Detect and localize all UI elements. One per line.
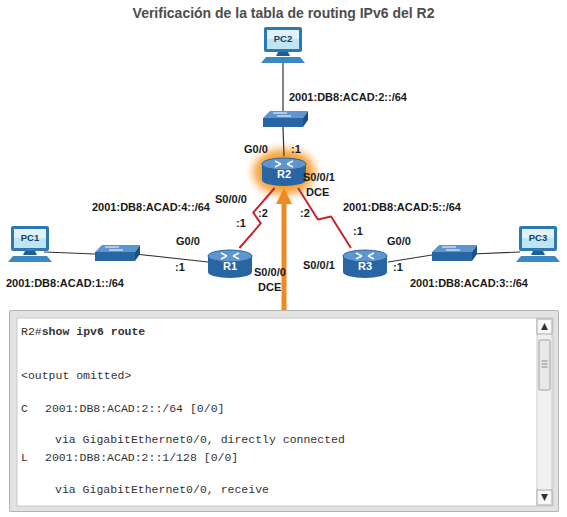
pc-symbol [8, 226, 52, 262]
monitor-stand [531, 251, 545, 255]
interface-name: S0/0/0 [215, 193, 247, 206]
interface-name: G0/0 [176, 235, 200, 248]
pc-symbol [261, 27, 305, 63]
switch-symbol [432, 245, 477, 261]
router-name: R2 [261, 168, 307, 180]
callout-arrow [282, 192, 287, 310]
cli-output-line: R2# [21, 325, 42, 339]
router-arrows [275, 161, 293, 167]
keyboard [8, 256, 52, 262]
interface-name: G0/0 [244, 143, 268, 156]
host-address: :2 [300, 207, 310, 220]
host-address: :1 [291, 143, 301, 156]
host-address: :2 [258, 207, 268, 220]
terminal-window: R2#show ipv6 route <output omitted> C 2001:… [9, 310, 559, 512]
ethernet-link [135, 254, 208, 262]
pc-node: PC1 [8, 226, 52, 262]
host-address: :1 [393, 261, 403, 274]
router-node: R1 [207, 248, 253, 280]
ethernet-link [282, 63, 283, 112]
host-address: :1 [353, 225, 363, 238]
pc-node: PC3 [516, 226, 560, 262]
pc-name: PC3 [516, 232, 560, 243]
scrollbar-thumb [539, 340, 550, 390]
interface-name: S0/0/1 [303, 259, 335, 272]
pc-node: PC2 [261, 27, 305, 63]
cli-output-line: show ipv6 route [42, 325, 146, 339]
diagram-title: Verificación de la tabla de routing IPv6… [0, 5, 567, 21]
cli-output-line: C [21, 402, 28, 416]
scrollbar-arrow [541, 494, 548, 501]
keyboard [261, 57, 305, 63]
scrollbar-arrow [541, 323, 548, 330]
router-arrows [221, 253, 239, 259]
router-node: R3 [342, 248, 388, 280]
ethernet-link [472, 252, 520, 254]
cli-output-line: via GigabitEthernet0/0, receive [55, 483, 269, 497]
cli-output-line: 2001:DB8:ACAD:2::/64 [0/0] [45, 402, 224, 416]
scrollbar-grip [542, 361, 548, 367]
cli-output-line: via GigabitEthernet0/0, directly connect… [55, 433, 345, 447]
router-name: R1 [207, 260, 253, 272]
dce-label: DCE [306, 186, 329, 199]
switch-symbol [263, 111, 308, 127]
cli-output-line: 2001:DB8:ACAD:2::1/128 [0/0] [45, 451, 238, 465]
cli-output-line: <output omitted> [21, 369, 131, 383]
interface-name: G0/0 [387, 235, 411, 248]
router-node: R2 [261, 156, 307, 188]
terminal-frame [9, 310, 559, 512]
pc-name: PC2 [261, 33, 305, 44]
network-address: 2001:DB8:ACAD:2::/64 [289, 91, 407, 104]
network-address: 2001:DB8:ACAD:5::/64 [343, 201, 461, 214]
network-address: 2001:DB8:ACAD:3::/64 [410, 277, 528, 290]
interface-name: S0/0/0 [254, 266, 286, 279]
switch-symbol [95, 245, 140, 261]
scrollbar-button [537, 490, 552, 505]
cli-output-line: L [21, 451, 28, 465]
network-address: 2001:DB8:ACAD:4::/64 [92, 201, 210, 214]
scrollbar-button [537, 319, 552, 334]
ethernet-link [388, 255, 432, 262]
interface-name: S0/0/1 [303, 171, 335, 184]
terminal-panel [17, 318, 553, 506]
dce-label: DCE [258, 281, 281, 294]
scrollbar-track [537, 319, 552, 505]
pc-name: PC1 [8, 232, 52, 243]
pc-symbol [516, 226, 560, 262]
ethernet-link [283, 127, 284, 156]
host-address: :1 [236, 217, 246, 230]
router-name: R3 [342, 260, 388, 272]
host-address: :1 [175, 261, 185, 274]
network-address: 2001:DB8:ACAD:1::/64 [6, 277, 124, 290]
ethernet-link [44, 252, 95, 254]
monitor-stand [276, 52, 290, 56]
keyboard [516, 256, 560, 262]
monitor-stand [23, 251, 37, 255]
router-arrows [356, 253, 374, 259]
